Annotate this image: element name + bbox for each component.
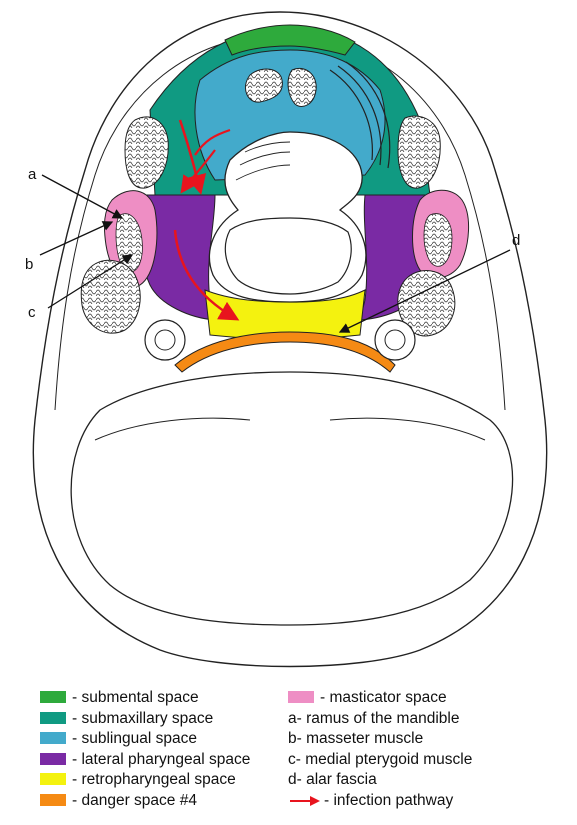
styloid-bone-left [80, 259, 141, 334]
callout-d: d [512, 232, 521, 249]
callout-line-a [41, 174, 124, 219]
legend-label: - retropharyngeal space [72, 771, 236, 788]
callout-line-d [338, 249, 511, 333]
legend-swatch [40, 752, 66, 765]
legend-label: - infection pathway [324, 791, 454, 809]
geniohyoid-bone-left [245, 68, 283, 103]
danger-space [174, 331, 396, 373]
legend-item: a- ramus of the mandible [288, 709, 459, 729]
styloid-bone-right [397, 270, 456, 337]
legend-item: b- masseter muscle [288, 729, 423, 749]
legend-item: - danger space #4 [40, 791, 197, 811]
legend-label: b- masseter muscle [288, 730, 424, 747]
legend-label: - lateral pharyngeal space [72, 750, 251, 768]
red-arrow-icon [290, 795, 320, 806]
callout-line-b [39, 221, 114, 256]
legend-item: - sublingual space [40, 729, 197, 749]
legend-label: - masticator space [320, 689, 447, 706]
legend: - submental space - submaxillary space - s… [0, 688, 577, 825]
legend-swatch [40, 691, 66, 703]
mandible-right [397, 115, 441, 189]
legend-item: - retropharyngeal space [40, 770, 236, 790]
callout-a: a [28, 166, 37, 183]
legend-label: - submental space [72, 689, 199, 706]
legend-label: d- alar fascia [288, 771, 377, 788]
posterior-neck-muscle-outline [70, 371, 514, 626]
legend-item: - submental space [40, 688, 199, 708]
neck-cross-section-diagram [32, 11, 548, 668]
legend-swatch [288, 691, 314, 703]
legend-label: - submaxillary space [72, 709, 214, 727]
legend-item: c- medial pterygoid muscle [288, 750, 472, 770]
geniohyoid-bone-right [287, 67, 317, 107]
legend-swatch [40, 711, 66, 724]
legend-item: - lateral pharyngeal space [40, 750, 250, 770]
submental-space [224, 24, 356, 56]
legend-swatch [40, 793, 66, 806]
callout-c: c [28, 304, 36, 321]
callout-line-c [47, 254, 134, 309]
legend-swatch [40, 773, 66, 785]
infection-pathway-arrows [173, 119, 240, 321]
callout-b: b [25, 256, 34, 273]
legend-item: - submaxillary space [40, 709, 213, 729]
legend-label: - danger space #4 [72, 791, 197, 809]
legend-swatch [40, 732, 66, 744]
legend-item: d- alar fascia [288, 770, 377, 790]
legend-label: c- medial pterygoid muscle [288, 750, 473, 768]
legend-item: - infection pathway [288, 791, 453, 811]
legend-item: - masticator space [288, 688, 447, 708]
mandible-left [124, 116, 169, 189]
legend-label: a- ramus of the mandible [288, 709, 460, 727]
legend-label: - sublingual space [72, 730, 197, 747]
